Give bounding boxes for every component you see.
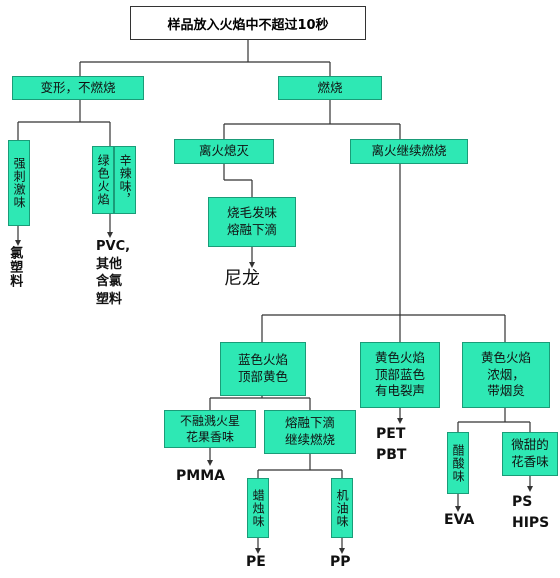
node-burn: 燃烧 <box>278 76 382 100</box>
node-extinguish: 离火熄灭 <box>174 139 274 164</box>
result-ps-hips: PS HIPS <box>512 494 550 531</box>
result-nylon: 尼龙 <box>224 268 260 289</box>
result-pvc: PVC, 其他 含氯 塑料 <box>96 239 131 307</box>
result-pmma: PMMA <box>176 468 225 484</box>
node-strong-irritating: 强刺激味 <box>8 140 30 226</box>
node-spicy-smell: 辛辣味， <box>114 146 136 214</box>
root-node: 样品放入火焰中不超过10秒 <box>130 6 366 40</box>
result-pp: PP <box>330 554 351 570</box>
node-yellow-flame-blue-top: 黄色火焰 顶部蓝色 有电裂声 <box>360 342 440 408</box>
node-sweet-smell: 微甜的 花香味 <box>502 432 558 476</box>
node-no-spatter: 不融溅火星 花果香味 <box>164 410 256 448</box>
node-deform-no-burn: 变形，不燃烧 <box>12 76 144 100</box>
node-yellow-flame-smoke: 黄色火焰 浓烟， 带烟炱 <box>462 342 550 408</box>
node-continue-burning: 离火继续燃烧 <box>350 139 468 164</box>
node-melt-drip: 熔融下滴 继续燃烧 <box>264 410 356 454</box>
node-blue-flame: 蓝色火焰 顶部黄色 <box>220 342 306 396</box>
node-candle-smell: 蜡烛味 <box>247 478 269 538</box>
result-pet-pbt: PET PBT <box>376 426 407 463</box>
node-acetic-smell: 醋酸味 <box>447 432 469 494</box>
result-eva: EVA <box>444 512 475 528</box>
result-chlorine-plastic: 氯塑料 <box>7 246 23 288</box>
result-pe: PE <box>246 554 266 570</box>
node-hair-smell: 烧毛发味 熔融下滴 <box>208 197 296 247</box>
node-oil-smell: 机油味 <box>331 478 353 538</box>
node-green-flame: 绿色火焰 <box>92 146 114 214</box>
